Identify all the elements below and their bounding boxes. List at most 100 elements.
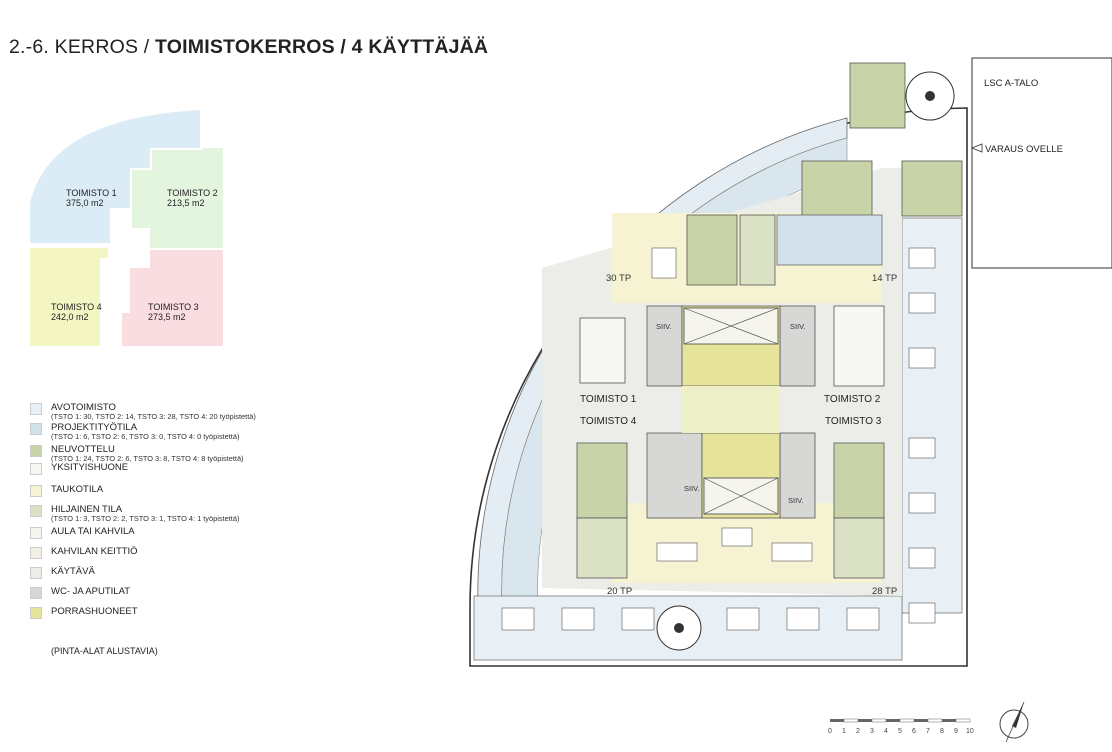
- zone-toimisto-4-shape: [30, 248, 108, 346]
- neighbor-building: [971, 57, 1112, 269]
- capacity-label: 30 TP: [606, 273, 631, 284]
- area-key-map: TOIMISTO 1 375,0 m2 TOIMISTO 2 213,5 m2 …: [30, 108, 230, 348]
- scale-tick: 5: [898, 728, 902, 735]
- zone-label-toimisto-1: TOIMISTO 1 375,0 m2: [66, 188, 117, 208]
- quiet-room: [833, 517, 885, 579]
- siiv-label: SIIV.: [656, 322, 672, 331]
- lobby: [682, 386, 780, 433]
- siiv-label: SIIV.: [790, 322, 806, 331]
- legend-swatch: [30, 463, 42, 475]
- compass-ring: [999, 709, 1029, 739]
- north-arrow-icon: [994, 698, 1034, 749]
- zone-toimisto-3-shape: [122, 250, 223, 346]
- scale-tick: 4: [884, 728, 888, 735]
- meeting-room: [576, 442, 628, 519]
- door-arrow-icon: [970, 143, 983, 153]
- floor-plan-graphic: TOIMISTO 1 TOIMISTO 2 TOIMISTO 4 TOIMIST…: [469, 57, 1112, 667]
- scale-tick: 3: [870, 728, 874, 735]
- desk-cluster: [908, 292, 936, 314]
- private-room: [579, 317, 626, 384]
- legend-swatch: [30, 527, 42, 539]
- desk-cluster: [908, 492, 936, 514]
- scale-tick: 1: [842, 728, 846, 735]
- door-reservation-label: VARAUS OVELLE: [985, 144, 1063, 155]
- elevator-cross: [683, 307, 779, 345]
- desk-cluster: [908, 547, 936, 569]
- meeting-room: [801, 160, 873, 217]
- scale-tick: 10: [966, 728, 974, 735]
- area-note: (PINTA-ALAT ALUSTAVIA): [51, 646, 158, 656]
- legend-swatch: [30, 547, 42, 559]
- meeting-room: [686, 214, 738, 286]
- compass-axis: [1005, 701, 1025, 743]
- capacity-label: 28 TP: [872, 586, 897, 597]
- table: [651, 247, 677, 279]
- wc-core: [646, 432, 703, 519]
- compass-graphic: [999, 701, 1029, 743]
- quiet-room: [576, 517, 628, 579]
- scale-segment: [927, 718, 943, 723]
- title-prefix: 2.-6. KERROS /: [9, 36, 156, 58]
- desk-cluster: [726, 607, 760, 631]
- office-label-toimisto-2: TOIMISTO 2: [824, 394, 881, 405]
- quiet-room: [739, 214, 776, 286]
- scale-tick: 2: [856, 728, 860, 735]
- legend-swatch: [30, 567, 42, 579]
- zone-toimisto-1-shape: [30, 110, 200, 243]
- desk-cluster: [501, 607, 535, 631]
- private-room: [833, 305, 885, 387]
- floor-plan: TOIMISTO 1 TOIMISTO 2 TOIMISTO 4 TOIMIST…: [462, 48, 1112, 678]
- legend-swatch: [30, 607, 42, 619]
- desk-cluster: [908, 437, 936, 459]
- desk-cluster: [908, 602, 936, 624]
- scale-segment: [871, 718, 887, 723]
- legend-swatch: [30, 403, 42, 415]
- table: [656, 542, 698, 562]
- legend-swatch: [30, 587, 42, 599]
- scale-segment: [830, 719, 844, 722]
- zone-toimisto-2-shape: [132, 148, 223, 248]
- legend-swatch: [30, 485, 42, 497]
- scale-bar-graphic: 0 1 2 3 4 5 6 7 8 9 10: [828, 718, 974, 735]
- office-label-toimisto-1: TOIMISTO 1: [580, 394, 637, 405]
- scale-segment: [942, 719, 956, 722]
- desk-cluster: [621, 607, 655, 631]
- siiv-label: SIIV.: [684, 484, 700, 493]
- scale-tick: 8: [940, 728, 944, 735]
- capacity-label: 14 TP: [872, 273, 897, 284]
- desk-cluster: [786, 607, 820, 631]
- wc-core: [779, 305, 816, 387]
- wc-core: [779, 432, 816, 519]
- table: [771, 542, 813, 562]
- scale-tick: 6: [912, 728, 916, 735]
- scale-segment: [914, 719, 928, 722]
- title-main: TOIMISTOKERROS / 4 KÄYTTÄJÄÄ: [155, 36, 489, 58]
- siiv-label: SIIV.: [788, 496, 804, 505]
- key-map-graphic: [30, 110, 223, 346]
- scale-segment: [858, 719, 872, 722]
- meeting-room: [833, 442, 885, 519]
- meeting-room: [849, 62, 906, 129]
- scale-segment: [843, 718, 859, 723]
- east-open-office: [901, 217, 963, 614]
- desk-cluster: [908, 347, 936, 369]
- spiral-stair-north-core: [925, 91, 935, 101]
- desk-cluster: [846, 607, 880, 631]
- scale-tick: 0: [828, 728, 832, 735]
- legend-swatch: [30, 505, 42, 517]
- spiral-stair-south-core: [674, 623, 684, 633]
- desk-cluster: [908, 247, 936, 269]
- neighbor-building-label: LSC A-TALO: [984, 78, 1038, 89]
- zone-label-toimisto-3: TOIMISTO 3 273,5 m2: [148, 302, 199, 322]
- meeting-room: [901, 160, 963, 217]
- office-label-toimisto-4: TOIMISTO 4: [580, 416, 637, 427]
- legend-swatch: [30, 445, 42, 457]
- scale-segment: [899, 718, 915, 723]
- scale-segment: [955, 718, 971, 723]
- elevator-cross: [703, 477, 779, 515]
- zone-label-toimisto-2: TOIMISTO 2 213,5 m2: [167, 188, 218, 208]
- project-room: [776, 214, 883, 266]
- office-label-toimisto-3: TOIMISTO 3: [825, 416, 882, 427]
- scale-tick: 7: [926, 728, 930, 735]
- legend-swatch: [30, 423, 42, 435]
